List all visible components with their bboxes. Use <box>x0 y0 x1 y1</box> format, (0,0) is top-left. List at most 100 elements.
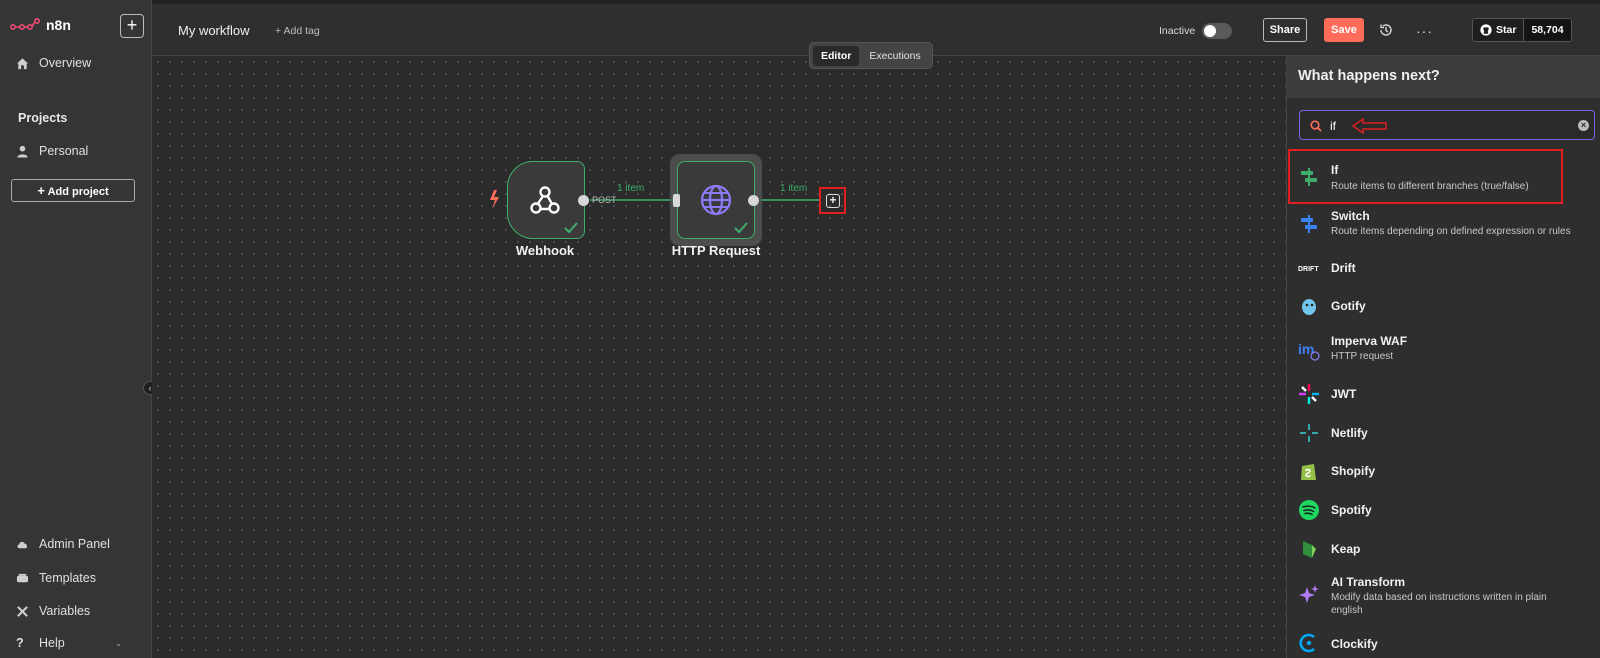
github-star-count: 58,704 <box>1523 19 1571 41</box>
drift-icon: DRIFT <box>1298 266 1319 273</box>
trigger-bolt-icon <box>490 190 499 209</box>
node-item-shopify[interactable]: Shopify <box>1287 455 1600 489</box>
add-project-label: Add project <box>47 186 109 198</box>
sidebar-item-personal[interactable]: Personal <box>16 144 88 158</box>
annotation-highlight-box <box>1288 149 1563 204</box>
save-button[interactable]: Save <box>1324 18 1364 42</box>
tab-editor[interactable]: Editor <box>813 45 860 66</box>
connections-layer <box>490 190 820 209</box>
github-icon <box>1480 24 1492 36</box>
sidebar-item-overview[interactable]: Overview <box>16 56 91 70</box>
node-item-title: If <box>1331 163 1339 177</box>
add-project-button[interactable]: + Add project <box>11 179 135 202</box>
tab-executions[interactable]: Executions <box>869 49 921 62</box>
output-handle[interactable] <box>578 195 589 206</box>
webhook-node[interactable] <box>507 161 585 239</box>
sidebar-item-help[interactable]: ? Help ⌄ <box>16 636 122 650</box>
more-options-icon[interactable]: ··· <box>1416 23 1433 39</box>
sidebar-item-templates[interactable]: Templates <box>16 571 96 585</box>
node-item-desc: HTTP request <box>1331 351 1394 362</box>
node-item-title: Imperva WAF <box>1331 334 1408 348</box>
http-request-node[interactable] <box>677 161 755 239</box>
shopify-icon <box>1301 464 1316 480</box>
sidebar-item-label: Help <box>39 636 65 650</box>
node-item-keap[interactable]: Keap <box>1287 533 1600 567</box>
success-check-icon <box>564 222 578 234</box>
chevron-left-icon: ‹ <box>148 383 152 393</box>
add-tag-link[interactable]: + Add tag <box>275 25 320 37</box>
sidebar-item-label: Templates <box>39 571 96 585</box>
imperva-icon: im <box>1298 341 1320 361</box>
share-button[interactable]: Share <box>1263 18 1307 42</box>
node-item-title: Shopify <box>1331 464 1375 478</box>
sidebar-item-admin-panel[interactable]: Admin Panel <box>16 537 110 551</box>
keap-icon <box>1303 541 1316 558</box>
node-item-title: Gotify <box>1331 299 1366 313</box>
projects-heading: Projects <box>18 111 68 125</box>
node-item-netlify[interactable]: Netlify <box>1287 416 1600 450</box>
templates-icon <box>16 573 29 582</box>
output-handle[interactable] <box>748 195 759 206</box>
view-switcher: Editor Executions <box>809 42 933 69</box>
add-node-highlight[interactable]: + <box>819 187 846 214</box>
n8n-logo[interactable]: n8n <box>10 17 71 33</box>
node-item-switch[interactable]: Switch Route items depending on defined … <box>1287 205 1600 249</box>
github-star-label: Star <box>1496 24 1517 36</box>
node-item-clockify[interactable]: Clockify <box>1287 628 1600 658</box>
node-item-jwt[interactable]: JWT <box>1287 377 1600 411</box>
node-item-drift[interactable]: DRIFT Drift <box>1287 251 1600 285</box>
plus-icon: + <box>37 183 45 198</box>
if-icon <box>1301 168 1317 186</box>
sidebar-item-variables[interactable]: Variables <box>16 604 90 618</box>
node-item-title: Clockify <box>1331 637 1378 651</box>
node-item-title: Switch <box>1331 209 1370 223</box>
help-icon: ? <box>16 636 24 650</box>
node-search-input[interactable]: if × <box>1299 110 1595 140</box>
gotify-icon <box>1302 299 1316 315</box>
node-item-spotify[interactable]: Spotify <box>1287 494 1600 528</box>
user-icon <box>17 145 28 158</box>
workflow-name[interactable]: My workflow <box>178 23 250 38</box>
cloud-icon <box>17 541 28 548</box>
clear-search-icon[interactable]: × <box>1578 120 1589 131</box>
variables-icon <box>17 605 28 617</box>
svg-text:DRIFT: DRIFT <box>1298 266 1319 273</box>
node-item-title: Drift <box>1331 261 1356 275</box>
node-item-title: Keap <box>1331 542 1361 556</box>
node-label: Webhook <box>515 243 575 258</box>
node-item-title: JWT <box>1331 387 1357 401</box>
success-check-icon <box>734 222 748 234</box>
add-node-button[interactable]: + <box>826 194 840 208</box>
github-star: Star <box>1473 19 1524 41</box>
search-value: if <box>1330 119 1336 133</box>
sidebar: n8n + Overview Projects Personal + Add p… <box>0 0 157 658</box>
node-item-desc: Route items depending on defined express… <box>1331 226 1571 237</box>
node-creator-panel: What happens next? if × If Route items t… <box>1286 56 1600 658</box>
n8n-logo-icon <box>10 18 40 31</box>
node-label: HTTP Request <box>671 243 761 258</box>
new-item-button[interactable]: + <box>120 14 144 38</box>
node-item-gotify[interactable]: Gotify <box>1287 290 1600 324</box>
connection-item-count: 1 item <box>617 183 645 194</box>
netlify-icon <box>1300 424 1318 442</box>
history-icon[interactable] <box>1378 22 1394 38</box>
switch-icon <box>1301 215 1317 233</box>
connection-item-count: 1 item <box>780 183 808 194</box>
clockify-icon <box>1299 633 1315 653</box>
search-icon <box>1310 120 1322 132</box>
post-label: POST <box>592 195 617 205</box>
workflow-canvas[interactable] <box>152 56 1286 658</box>
node-item-imperva-waf[interactable]: im Imperva WAF HTTP request <box>1287 329 1600 371</box>
spotify-icon <box>1299 500 1319 520</box>
sidebar-item-label: Overview <box>39 56 92 70</box>
github-star-button[interactable]: Star 58,704 <box>1472 18 1572 42</box>
node-item-if[interactable]: If Route items to different branches (tr… <box>1287 150 1600 204</box>
svg-text:im: im <box>1298 341 1314 357</box>
node-item-desc: Modify data based on instructions writte… <box>1331 592 1547 603</box>
node-item-ai-transform[interactable]: AI Transform Modify data based on instru… <box>1287 571 1600 617</box>
input-handle[interactable] <box>673 194 680 207</box>
node-item-title: AI Transform <box>1331 575 1406 589</box>
active-toggle[interactable] <box>1202 23 1232 39</box>
panel-header: What happens next? <box>1287 56 1600 98</box>
node-item-title: Netlify <box>1331 426 1368 440</box>
